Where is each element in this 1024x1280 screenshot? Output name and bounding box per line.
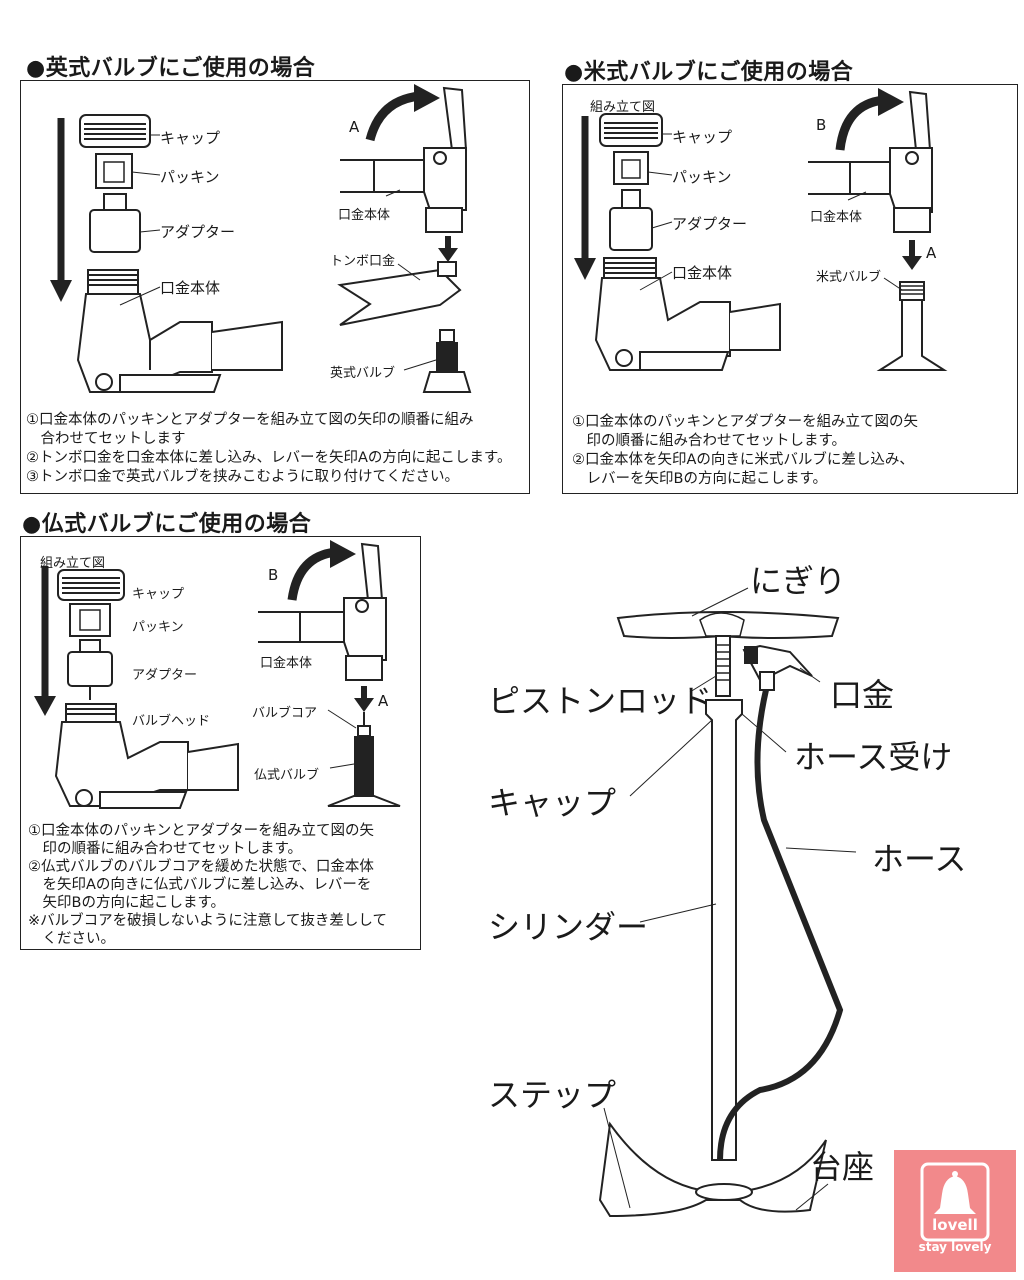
british-valve-label: 英式バルブ [330,366,396,381]
american-note-line: ②口金本体を矢印Aの向きに米式バルブに差し込み、 [572,452,914,468]
pump-nozzle-label: 口金 [830,676,895,714]
french-note-line: ※バルブコアを破損しないように注意して抜き差しして [28,913,387,929]
american-adapter-label: アダプター [672,215,748,233]
pump-cylinder-label: シリンダー [488,908,649,946]
british-head-label: 口金本体 [160,279,221,297]
brand-name: lovell [932,1216,978,1234]
british-note-line: ②トンボ口金を口金本体に差し込み、レバーを矢印Aの方向に起こします。 [26,450,512,466]
pump-hose-holder-label: ホース受け [794,738,953,776]
british-packing-label: パッキン [160,168,220,186]
french-packing-label: パッキン [132,620,184,635]
pump-grip-label: にぎり [750,562,847,600]
american-arrow-b: B [816,116,827,134]
french-note-line: 矢印Bの方向に起こします。 [28,895,225,911]
bell-icon [920,1162,990,1242]
british-arrow-a: A [349,118,360,136]
french-head-label: 口金本体 [260,656,313,671]
french-adapter-label: アダプター [132,668,198,683]
pump-hose-label: ホース [872,840,967,878]
french-cap-label: キャップ [132,587,185,602]
french-note-line: 印の順番に組み合わせてセットします。 [28,841,303,857]
american-head2-label: 口金本体 [810,210,863,225]
pump-step-label: ステップ [488,1076,617,1114]
brand-logo: lovell stay lovely [894,1150,1016,1272]
american-valve-label: 米式バルブ [816,270,882,285]
french-valve-label: 仏式バルブ [254,768,320,783]
french-note-line: ください。 [28,931,115,947]
british-note-line: ③トンボ口金で英式バルブを挟みこむように取り付けてください。 [26,469,460,485]
american-title: ●米式バルブにご使用の場合 [564,60,854,85]
british-title: ●英式バルブにご使用の場合 [26,56,316,81]
british-notes: ①口金本体のパッキンとアダプターを組み立て図の矢印の順番に組み 合わせてセットし… [26,411,511,487]
pump-base-label: 台座 [810,1148,875,1186]
american-note-line: 印の順番に組み合わせてセットします。 [572,433,847,449]
french-assembly-label: 組み立て図 [40,556,106,571]
french-note-line: ②仏式バルブのバルブコアを緩めた状態で、口金本体 [28,859,374,875]
american-assembly-label: 組み立て図 [590,100,656,115]
british-note-line: ①口金本体のパッキンとアダプターを組み立て図の矢印の順番に組み [26,412,474,428]
french-arrow-a: A [378,692,389,710]
american-arrow-a: A [926,244,937,262]
american-head-label: 口金本体 [672,264,733,282]
american-cap-label: キャップ [672,128,733,146]
american-note-line: レバーを矢印Bの方向に起こします。 [572,471,827,487]
british-cap-label: キャップ [160,129,221,147]
american-packing-label: パッキン [672,168,732,186]
french-arrow-b: B [268,566,279,584]
brand-tagline: stay lovely [918,1240,992,1254]
french-core-label: バルブコア [252,706,318,721]
french-title: ●仏式バルブにご使用の場合 [22,512,312,537]
french-note-line: を矢印Aの向きに仏式バルブに差し込み、レバーを [28,877,372,893]
british-adapter-label: アダプター [160,223,236,241]
french-valvehead-label: バルブヘッド [132,714,211,729]
british-head2-label: 口金本体 [338,208,391,223]
british-tombo-label: トンボ口金 [330,254,396,269]
american-notes: ①口金本体のパッキンとアダプターを組み立て図の矢 印の順番に組み合わせてセットし… [572,413,918,489]
pump-cap-label: キャップ [488,784,617,822]
french-note-line: ①口金本体のパッキンとアダプターを組み立て図の矢 [28,823,375,839]
american-note-line: ①口金本体のパッキンとアダプターを組み立て図の矢 [572,414,919,430]
british-note-line: 合わせてセットします [26,431,186,447]
french-notes: ①口金本体のパッキンとアダプターを組み立て図の矢 印の順番に組み合わせてセットし… [28,822,387,948]
pump-rod-label: ピストンロッド [488,682,713,720]
